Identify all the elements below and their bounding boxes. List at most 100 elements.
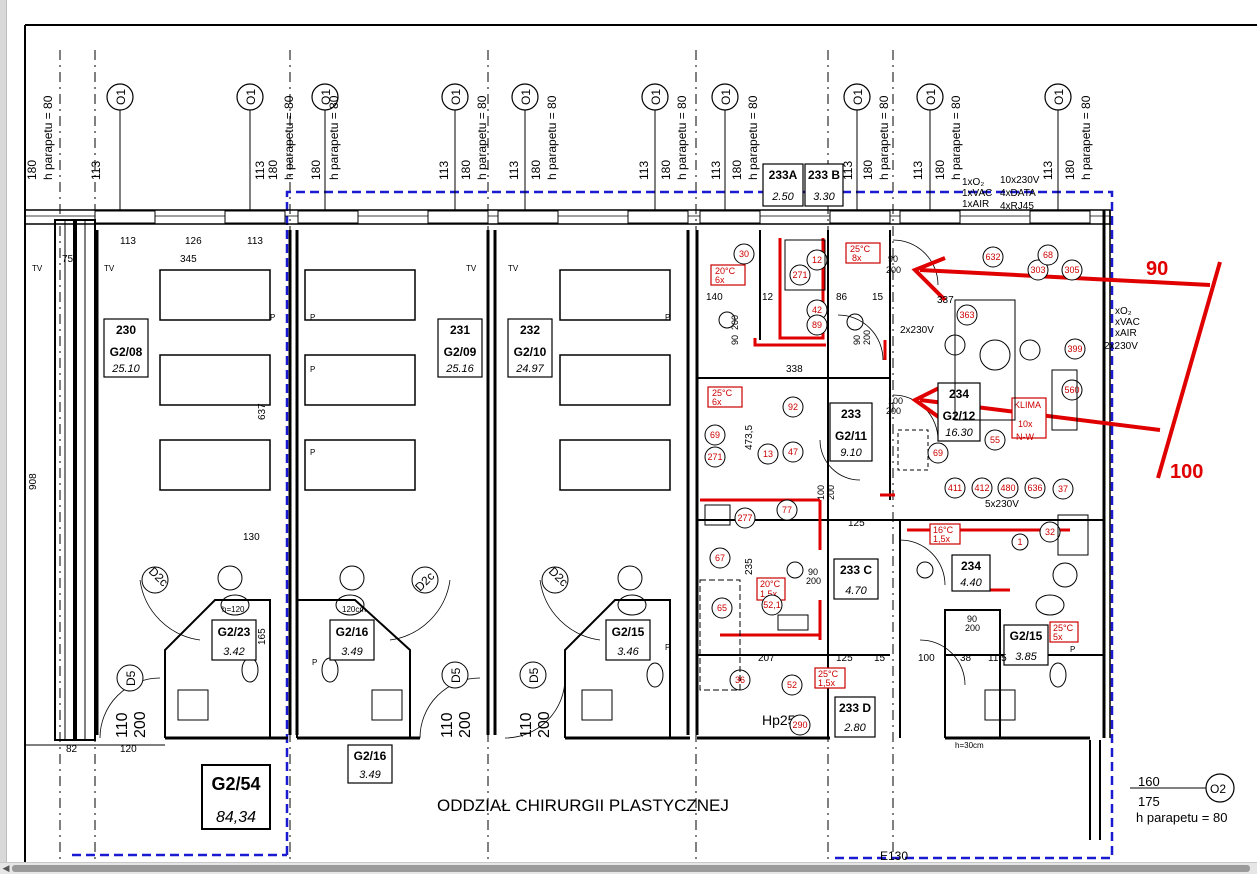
- svg-text:TV: TV: [466, 264, 477, 273]
- corridor-area: 84,34: [216, 809, 256, 826]
- bath-4-code: G2/16: [354, 749, 387, 763]
- callout-label-100: 100: [1170, 461, 1203, 483]
- window-tag-9: O1: [924, 89, 938, 105]
- door-tag-3: D5: [527, 667, 541, 683]
- bath-1-code: G2/23: [218, 625, 251, 639]
- svg-text:113: 113: [247, 236, 263, 247]
- svg-text:277: 277: [737, 513, 752, 523]
- svg-text:65: 65: [717, 603, 727, 613]
- svg-text:200: 200: [457, 711, 474, 738]
- svg-text:200: 200: [965, 623, 980, 633]
- bath-2-code: G2/16: [336, 625, 369, 639]
- svg-text:P: P: [665, 313, 670, 322]
- svg-text:75: 75: [62, 254, 74, 265]
- hp-label: Hp25: [762, 712, 796, 728]
- room-233-area: 9.10: [840, 447, 862, 459]
- svg-text:25°C: 25°C: [712, 388, 733, 398]
- svg-text:5x230V: 5x230V: [985, 499, 1019, 510]
- svg-text:160: 160: [1138, 774, 1160, 789]
- scrollbar-thumb[interactable]: [12, 865, 1250, 872]
- scroll-left-arrow-icon[interactable]: ◀: [2, 863, 10, 873]
- bath-1-area: 3.42: [223, 646, 244, 658]
- room-233b-number: 233 B: [808, 168, 840, 182]
- svg-text:68: 68: [1043, 250, 1053, 260]
- drawing-title: ODDZIAŁ CHIRURGII PLASTYCZNEJ: [437, 796, 729, 815]
- svg-text:113: 113: [709, 161, 723, 180]
- svg-text:113: 113: [120, 236, 136, 247]
- svg-text:32: 32: [1045, 527, 1055, 537]
- svg-text:52: 52: [787, 680, 797, 690]
- svg-text:110: 110: [518, 712, 535, 738]
- svg-text:126: 126: [185, 236, 202, 247]
- svg-text:200: 200: [132, 711, 149, 738]
- window-tag-5: O1: [519, 89, 533, 105]
- horizontal-scrollbar[interactable]: ◀: [0, 862, 1257, 874]
- svg-text:TV: TV: [104, 264, 115, 273]
- svg-text:345: 345: [180, 254, 197, 265]
- svg-text:69: 69: [933, 448, 943, 458]
- svg-text:37: 37: [1058, 484, 1068, 494]
- svg-text:1xAIR: 1xAIR: [962, 199, 989, 210]
- svg-text:25°C: 25°C: [1053, 623, 1074, 633]
- svg-text:38: 38: [960, 653, 972, 664]
- svg-text:305: 305: [1064, 265, 1079, 275]
- svg-text:h parapetu = 80: h parapetu = 80: [327, 95, 341, 180]
- window-tag-7: O1: [719, 89, 733, 105]
- svg-text:200: 200: [536, 711, 553, 738]
- room-232-code: G2/10: [514, 345, 547, 359]
- bath-5-code: G2/15: [1010, 629, 1043, 643]
- door-tag-2: D5: [449, 667, 463, 683]
- svg-text:113: 113: [253, 161, 267, 180]
- svg-text:125: 125: [848, 518, 865, 529]
- svg-text:77: 77: [782, 505, 792, 515]
- room-233a-area: 2.50: [771, 191, 794, 203]
- room-234-code: G2/12: [943, 409, 976, 423]
- bath-2-area: 3.49: [341, 646, 362, 658]
- svg-text:165: 165: [257, 628, 268, 645]
- svg-text:200: 200: [886, 265, 901, 275]
- svg-text:120: 120: [120, 744, 137, 755]
- svg-text:90: 90: [808, 567, 818, 577]
- window-tag-3: O1: [319, 89, 333, 105]
- svg-text:25°C: 25°C: [850, 244, 871, 254]
- svg-text:1,5x: 1,5x: [818, 678, 836, 688]
- svg-text:90: 90: [967, 614, 977, 624]
- door-tag-1: D5: [124, 670, 138, 686]
- svg-text:69: 69: [710, 430, 720, 440]
- win-parapet: h parapetu = 80: [41, 95, 55, 180]
- room-234-area: 16.30: [945, 427, 973, 439]
- svg-text:399: 399: [1067, 344, 1082, 354]
- svg-text:16°C: 16°C: [933, 525, 954, 535]
- room-234-number: 234: [949, 387, 969, 401]
- svg-text:P: P: [310, 365, 315, 374]
- svg-text:113: 113: [507, 161, 521, 180]
- svg-text:1xVAC: 1xVAC: [962, 188, 992, 199]
- svg-text:42: 42: [812, 305, 822, 315]
- svg-text:P: P: [310, 448, 315, 457]
- svg-text:25°C: 25°C: [818, 669, 839, 679]
- room-233d-number: 233 D: [839, 701, 871, 715]
- svg-text:67: 67: [715, 553, 725, 563]
- svg-text:180: 180: [659, 160, 673, 180]
- win-dim-a: 180: [25, 160, 39, 180]
- svg-text:303: 303: [1030, 265, 1045, 275]
- svg-text:1xO₂: 1xO₂: [962, 177, 984, 188]
- room-233a-number: 233A: [769, 168, 798, 182]
- room-233d-area: 2.80: [843, 722, 866, 734]
- svg-text:180: 180: [266, 160, 280, 180]
- bath-3-area: 3.46: [617, 646, 639, 658]
- svg-text:637: 637: [257, 403, 268, 420]
- svg-text:113: 113: [89, 161, 103, 180]
- svg-text:180: 180: [309, 160, 323, 180]
- svg-text:140: 140: [706, 292, 723, 303]
- svg-text:52,1: 52,1: [763, 600, 781, 610]
- svg-text:271: 271: [792, 270, 807, 280]
- svg-text:560: 560: [1064, 385, 1079, 395]
- window-tags: [106, 83, 1235, 803]
- svg-text:411: 411: [948, 483, 962, 493]
- svg-text:2x230V: 2x230V: [900, 325, 934, 336]
- room-231-area: 25.16: [445, 363, 474, 375]
- svg-text:86: 86: [836, 292, 848, 303]
